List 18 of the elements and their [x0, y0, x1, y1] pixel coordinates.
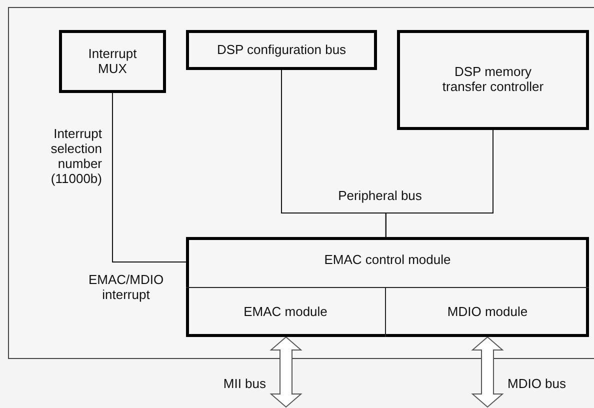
module-cell [186, 287, 386, 337]
process-box [59, 30, 166, 93]
bus-arrow [270, 336, 302, 408]
node-label: Interrupt MUX [88, 46, 137, 76]
controller-box [397, 30, 589, 130]
annotation-text: Interrupt selection number (11000b) [50, 127, 102, 187]
node-label: EMAC module [244, 305, 328, 320]
annotation-text: EMAC/MDIO interrupt [87, 273, 165, 303]
module-box [186, 237, 589, 337]
node-label: EMAC control module [324, 253, 451, 268]
node-label: DSP configuration bus [216, 42, 346, 58]
bus-arrow [471, 336, 504, 408]
bus-box [186, 30, 377, 70]
node-label: MDIO module [447, 305, 528, 320]
connector-line [385, 130, 494, 238]
annotation-text: Peripheral bus [337, 189, 423, 204]
node-label: DSP memory transfer controller [441, 65, 545, 95]
connector-line [112, 92, 186, 262]
